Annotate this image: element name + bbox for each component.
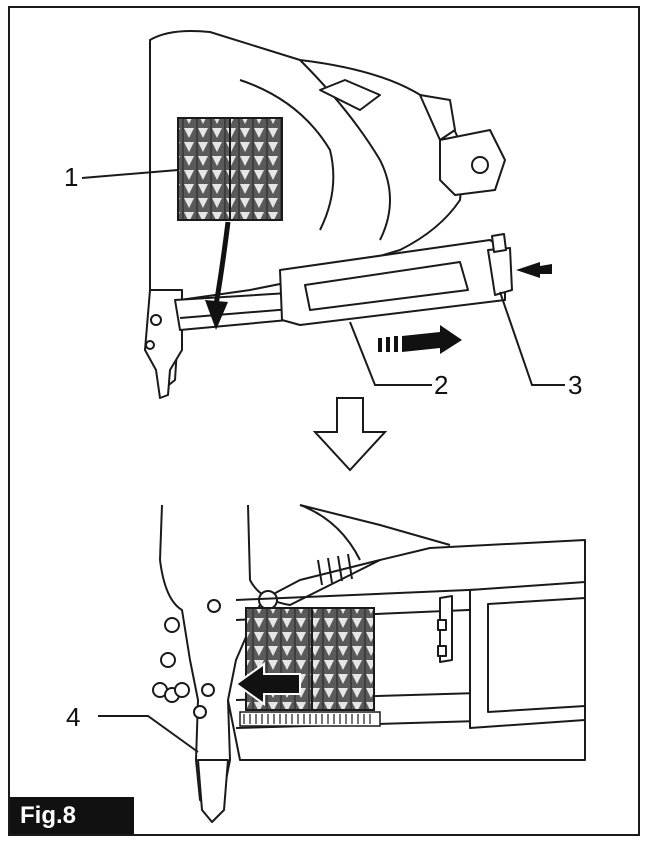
leader-line-3 (499, 291, 565, 386)
callout-4: 4 (66, 702, 80, 732)
nail-tips (243, 714, 371, 724)
housing-rib (319, 79, 381, 111)
press-lever-arrow (516, 262, 552, 278)
insert-down-arrow (205, 221, 231, 330)
leader-line-1 (81, 169, 179, 179)
figure-label: Fig.8 (10, 797, 134, 834)
leader-line-4 (98, 715, 199, 753)
slide-right-arrow (378, 325, 462, 354)
leader-line-2 (349, 321, 432, 386)
callout-2: 2 (434, 370, 448, 400)
step-arrow (312, 397, 388, 472)
nail-strip-bottom (245, 607, 375, 711)
callout-3: 3 (568, 370, 582, 400)
push-left-arrow (234, 662, 301, 706)
callout-1: 1 (64, 162, 78, 192)
